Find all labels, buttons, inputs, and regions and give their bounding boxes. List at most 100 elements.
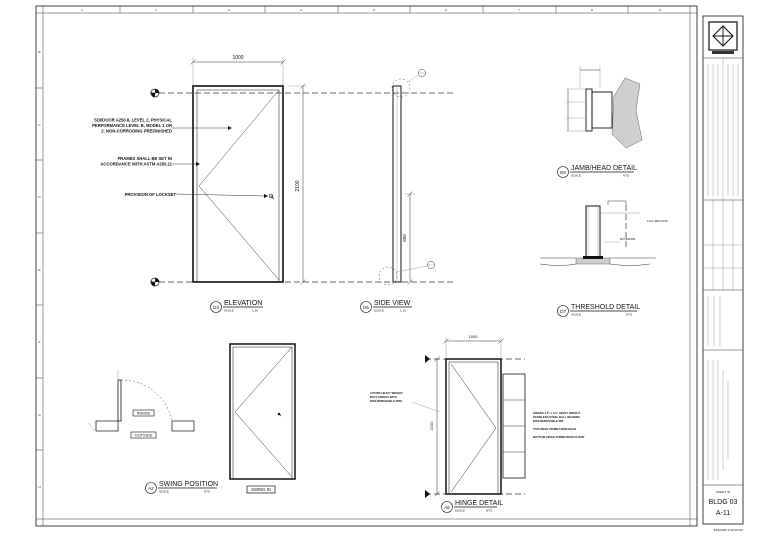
side-view-callout-id: D5: [363, 305, 369, 310]
hinge-title-text: HINGE DETAIL: [455, 500, 503, 507]
elevation-note-2-line-1: FRAMES SHALL BE SET IN: [118, 156, 172, 161]
jamb-head-scale-value: NTS: [623, 174, 629, 178]
title-block: [702, 15, 744, 525]
swing-tag-swing-in: SWING IN: [246, 485, 276, 494]
side-view-title-text: SIDE VIEW: [374, 300, 411, 307]
grid-column-labels: 1 2 3 4 5 6 7 8 9: [81, 8, 661, 12]
hinge-note-right-4: TOP HINGE 250MM FROM HEAD: [533, 427, 576, 431]
hinge-note-right-2: STAINLESS STEEL BALL BEARING: [533, 415, 580, 419]
threshold-callout-circle: [557, 305, 569, 317]
swing-tag-inside: INSIDE: [132, 409, 155, 417]
side-view-scale-value: 1:10: [400, 309, 406, 313]
elevation-title: D3 ELEVATION SCALE 1:10: [210, 300, 263, 313]
elevation-height-value: 2100: [295, 180, 301, 191]
swing-scale-value: NTS: [204, 490, 210, 494]
swing-callout-id: A2: [148, 486, 154, 491]
grid-column-ticks: [119, 6, 629, 13]
hinge-scale-value: NTS: [486, 509, 492, 513]
hinge-notes-right: HINGES 4.5" x 4.5" HEAVY WEIGHT STAINLES…: [533, 411, 584, 439]
level-marker-bottom: [150, 277, 160, 287]
elevation-scale-value: 1:10: [252, 309, 258, 313]
side-view-scale-label: SCALE: [374, 309, 384, 313]
hinge-note-left-1: 3 PAIRS HEAVY WEIGHT: [370, 391, 403, 395]
threshold-callout-id: D7: [560, 309, 566, 314]
threshold-scale-value: NTS: [626, 313, 632, 317]
sheet-id-line-1: BLDG 03: [709, 499, 738, 506]
jamb-head-title-text: JAMB/HEAD DETAIL: [571, 165, 637, 172]
hinge-note-left-3: NON-REMOVABLE PINS: [370, 399, 402, 403]
threshold-title-text: THRESHOLD DETAIL: [571, 304, 640, 311]
swing-label-outside: OUTSIDE: [135, 433, 153, 438]
grid-col-2: 2: [155, 8, 157, 12]
sheet-footer-timestamp: 3/16/2025 3:33:20 PM: [713, 528, 743, 532]
grid-row-D: D: [38, 195, 41, 199]
elevation-note-3: PROVISION OF LOCKSET: [125, 192, 177, 197]
elevation-width-dimension: [190, 57, 286, 90]
door-swing-lines: [198, 89, 280, 281]
threshold-label-full-beyond: FULL BEYOND: [647, 219, 669, 223]
grid-row-B: B: [38, 50, 40, 54]
grid-col-3: 3: [228, 8, 230, 12]
grid-col-4: 4: [300, 8, 302, 12]
hinge-height-dimension: [434, 356, 440, 497]
elevation-scale-label: SCALE: [224, 309, 234, 313]
elevation-height-dimension: [288, 83, 307, 285]
grid-col-9: 9: [659, 8, 661, 12]
elevation-drawing: 1000 2100: [150, 55, 455, 287]
swing-plan-drawing: [87, 370, 195, 432]
hinge-height-value: 2100: [429, 421, 434, 431]
swing-label-swing-in: SWING IN: [251, 487, 271, 492]
grid-col-8: 8: [591, 8, 593, 12]
grid-col-1: 1: [81, 8, 83, 12]
sheet-border: [35, 5, 698, 527]
level-marker-top: [150, 88, 160, 98]
hinge-title: A6 HINGE DETAIL SCALE NTS: [441, 500, 503, 513]
jamb-head-scale-label: SCALE: [571, 174, 581, 178]
grid-row-labels: B C D E F G H: [38, 50, 41, 489]
swing-title-text: SWING POSITION: [159, 481, 218, 488]
hinge-note-right-5: BOTTOM HINGE 250MM FROM FLOOR: [533, 435, 584, 439]
hinge-scale-label: SCALE: [455, 509, 465, 513]
swing-tag-outside: OUTSIDE: [130, 431, 157, 439]
elevation-notes: SDI/DOOR A250.8, LEVEL 2, PHYSICAL PERFO…: [92, 118, 176, 198]
hinge-callout-id: A6: [444, 505, 450, 510]
door-frame: [192, 85, 284, 283]
jamb-head-callout-circle: [557, 166, 569, 178]
company-logo: [708, 21, 738, 54]
jamb-head-drawing: [566, 66, 643, 149]
jamb-head-callout-id: E8: [560, 170, 566, 175]
grid-row-H: H: [38, 485, 40, 489]
grid-row-G: G: [38, 413, 41, 417]
threshold-title: D7 THRESHOLD DETAIL SCALE NTS: [557, 304, 640, 317]
grid-col-7: 7: [518, 8, 520, 12]
side-view-title: D5 SIDE VIEW SCALE 1:10: [360, 300, 412, 313]
hinge-note-left-2: BUTT HINGES WITH: [370, 395, 397, 399]
elevation-note-1-line-3: 2. NON-CORRODING PREFINISHED: [101, 129, 172, 134]
hinge-callout-circle: [441, 501, 453, 513]
swing-scale-label: SCALE: [159, 490, 169, 494]
grid-row-C: C: [38, 123, 41, 127]
lockset: [268, 193, 275, 200]
elevation-note-1-line-2: PERFORMANCE LEVEL B, MODEL 1 OR: [92, 123, 172, 128]
grid-row-F: F: [39, 340, 41, 344]
hinge-width-dimension: [443, 337, 504, 358]
hinge-width-value: 1000: [469, 334, 479, 339]
hinge-drawing: [411, 337, 526, 498]
hinge-note-right-3: NON-REMOVABLE PIN: [533, 419, 563, 423]
side-view-tag-bottom: [395, 261, 435, 273]
threshold-label-exterior: EXTERIOR: [620, 237, 636, 241]
side-view-dimension: [404, 191, 415, 285]
leader-lines: [172, 126, 268, 198]
grid-row-ticks: [36, 87, 43, 451]
swing-title: A2 SWING POSITION SCALE NTS: [145, 481, 218, 494]
side-view-sill-detail-bubble: [378, 266, 398, 286]
elevation-callout-circle: [210, 301, 222, 313]
hinge-notes-left: 3 PAIRS HEAVY WEIGHT BUTT HINGES WITH NO…: [370, 391, 403, 403]
side-view-tag-top: [407, 69, 426, 83]
swing-elevation-drawing: [229, 343, 296, 480]
swing-label-inside: INSIDE: [137, 411, 151, 416]
side-view-drawing: 850: [378, 69, 435, 286]
hinge-note-right-1: HINGES 4.5" x 4.5" HEAVY WEIGHT: [533, 411, 580, 415]
grid-col-5: 5: [373, 8, 375, 12]
